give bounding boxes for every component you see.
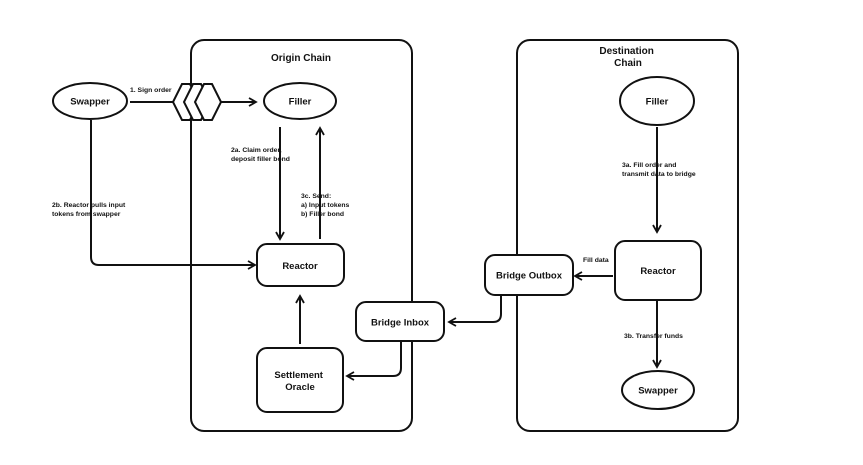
edge-inbox-to-oracle bbox=[345, 341, 402, 381]
transfer-funds-label: 3b. Transfer funds bbox=[624, 333, 683, 340]
bridge-inbox-node: Bridge Inbox bbox=[355, 301, 445, 342]
fill-order-label-line: transmit data to bridge bbox=[622, 171, 696, 178]
claim-order-label: 2a. Claim order, deposit filler bond bbox=[231, 147, 290, 163]
reactor-node-destination: Reactor bbox=[614, 240, 702, 301]
destination-chain-title-line: Chain bbox=[614, 58, 642, 69]
reactor-pulls-label: 2b. Reactor pulls input tokens from swap… bbox=[52, 202, 127, 218]
reactor-label: Reactor bbox=[282, 261, 318, 272]
destination-chain-panel: Destination Chain bbox=[516, 39, 739, 432]
edges bbox=[90, 83, 662, 381]
origin-chain-title-line: Origin Chain bbox=[271, 53, 331, 64]
settlement-oracle-label-line: Settlement bbox=[274, 370, 323, 381]
filler-label: Filler bbox=[289, 97, 312, 108]
sign-order-label-line: 1. Sign order bbox=[130, 87, 172, 94]
reactor-label: Reactor bbox=[640, 266, 676, 277]
claim-order-label-line: 2a. Claim order, bbox=[231, 147, 282, 154]
claim-order-label-line: deposit filler bond bbox=[231, 156, 290, 163]
filler-label: Filler bbox=[646, 97, 669, 108]
swapper-node: Swapper bbox=[52, 82, 128, 120]
swapper-label: Swapper bbox=[70, 97, 110, 108]
bridge-inbox-label: Bridge Inbox bbox=[371, 318, 430, 329]
transfer-funds-label-line: 3b. Transfer funds bbox=[624, 333, 683, 340]
destination-chain-title: Destination Chain bbox=[599, 46, 656, 69]
sign-order-label: 1. Sign order bbox=[130, 87, 172, 94]
edge-outbox-to-inbox bbox=[447, 295, 502, 327]
fill-data-label: Fill data bbox=[583, 257, 609, 264]
send-label: 3c. Send: a) Input tokens b) Filler bond bbox=[301, 193, 351, 218]
order-chevron-icon bbox=[171, 83, 223, 121]
destination-chain-title-line: Destination bbox=[599, 46, 653, 57]
settlement-oracle-node: Settlement Oracle bbox=[256, 347, 344, 413]
filler-node-origin: Filler bbox=[263, 82, 337, 120]
send-label-line: a) Input tokens bbox=[301, 202, 350, 209]
origin-chain-title: Origin Chain bbox=[271, 53, 331, 64]
nodes: Swapper Filler Reactor Settlement Oracle… bbox=[52, 76, 702, 413]
edge-swapper-to-reactor bbox=[90, 120, 257, 270]
reactor-pulls-label-line: tokens from swapper bbox=[52, 211, 121, 218]
swapper-label: Swapper bbox=[638, 386, 678, 397]
settlement-oracle-label-line: Oracle bbox=[285, 382, 315, 393]
bridge-outbox-label: Bridge Outbox bbox=[496, 271, 563, 282]
fill-order-label: 3a. Fill order and transmit data to brid… bbox=[622, 162, 696, 178]
fill-order-label-line: 3a. Fill order and bbox=[622, 162, 676, 169]
fill-data-label-line: Fill data bbox=[583, 257, 609, 264]
send-label-line: 3c. Send: bbox=[301, 193, 331, 200]
swapper-node-destination: Swapper bbox=[621, 370, 695, 410]
settlement-oracle-label: Settlement Oracle bbox=[274, 370, 325, 393]
edge-labels: 1. Sign order 2a. Claim order, deposit f… bbox=[52, 87, 696, 340]
filler-node-destination: Filler bbox=[619, 76, 695, 126]
bridge-outbox-node: Bridge Outbox bbox=[484, 254, 574, 296]
reactor-node-origin: Reactor bbox=[256, 243, 345, 287]
reactor-pulls-label-line: 2b. Reactor pulls input bbox=[52, 202, 126, 209]
send-label-line: b) Filler bond bbox=[301, 211, 344, 218]
